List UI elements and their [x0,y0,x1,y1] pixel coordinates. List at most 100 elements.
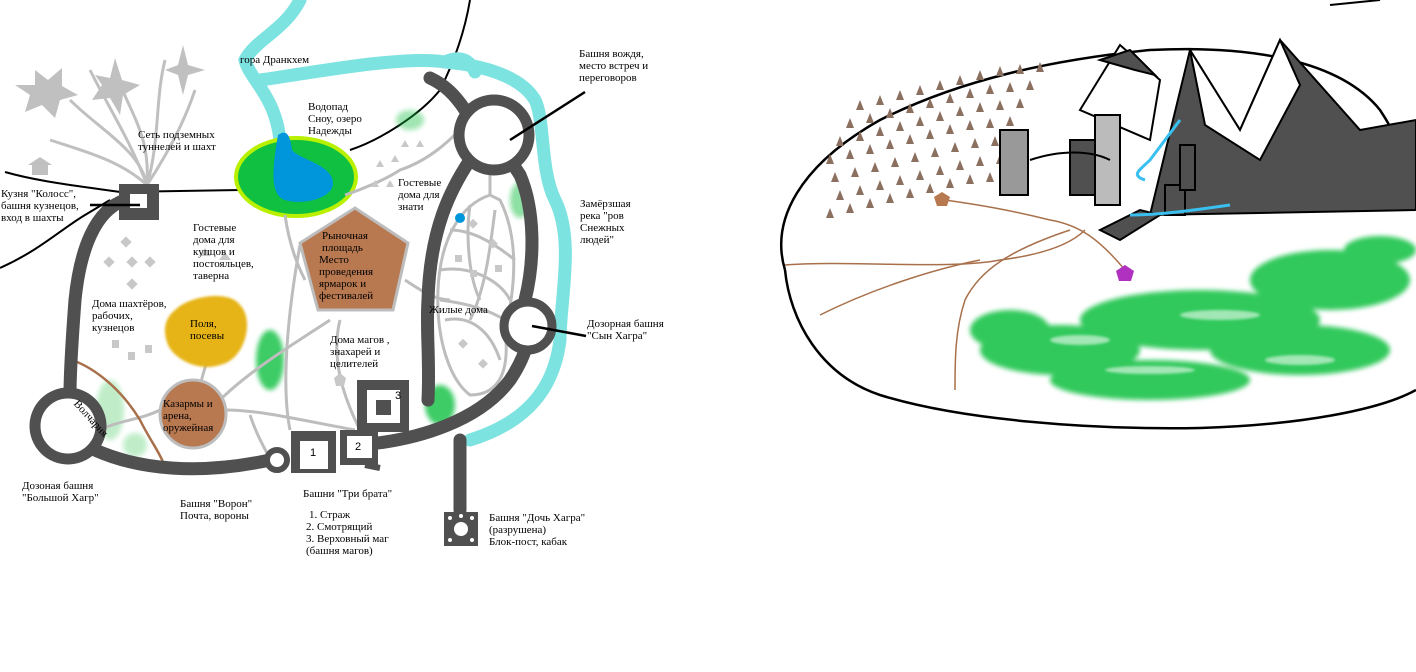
label-line: Замёрзшая [580,198,631,210]
label-line: Сноу, озеро [308,113,362,125]
mountain-peaks [15,45,205,175]
label-line: башня кузнецов, [1,200,79,212]
market-square [298,206,410,312]
lake [273,132,334,202]
label-three-brothers: Башни "Три брата" [303,488,392,500]
label-line: знати [398,201,424,213]
fields [164,295,248,368]
trails [784,199,1126,391]
marker-purple [1116,265,1134,281]
label-line: (башня магов) [306,545,373,557]
label-line: арена, [163,410,192,422]
castle [999,114,1196,242]
label-line: Казармы и [163,398,213,410]
label-line: Дома шахтёров, [92,298,167,310]
label-line: Башня вождя, [579,48,644,60]
label-line: (разрушена) [489,524,547,536]
label-line: Гостевые [193,222,237,234]
label-line: знахарей и [330,346,381,358]
label-line: Место [319,254,349,266]
label-line: Гостевые [398,177,442,189]
label-line: гора Дранкхем [240,54,310,66]
city-walls [63,71,539,517]
label-line: Башня "Ворон" [180,498,253,510]
label-line: Жилые дома [429,304,488,316]
label-miner-houses: Дома шахтёров,рабочих,кузнецов [92,298,167,334]
landscape-scene [780,0,1416,430]
label-line: Дозорная башня [587,318,664,330]
label-line: целителей [330,358,379,370]
label-forge: Кузня "Колосс",башня кузнецов,вход в шах… [1,188,79,224]
label-line: Поля, [190,318,217,330]
label-line: Водопад [308,101,348,113]
label-big-tower: Дозоная башня"Большой Хагр" [22,480,99,504]
label-line: Кузня "Колосс", [1,188,76,200]
forest [826,62,1044,218]
label-line: Башня "Дочь Хагра" [489,512,586,524]
waterfall-right [1129,119,1231,217]
label-fields: Поля,посевы [190,318,224,342]
label-line: дома для [398,189,440,201]
tower-number-3: 3 [395,390,402,402]
tower-chief [453,94,535,176]
label-daughter-tower: Башня "Дочь Хагра"(разрушена)Блок-пост, … [489,512,585,548]
label-line: 1. Страж [309,509,351,521]
label-line: место встреч и [579,60,649,72]
label-line: "Сын Хагра" [587,330,648,342]
label-line: Сеть подземных [138,129,215,141]
label-line: рабочих, [92,310,133,322]
kennel-border [71,358,165,463]
label-line: постояльцев, [193,258,254,270]
towers [29,94,557,546]
label-line: Рыночная [322,230,368,242]
label-line: таверна [193,270,230,282]
mountains [1078,0,1416,217]
tower-number-2: 2 [355,441,362,453]
tower-big-hagr [29,387,107,465]
label-line: купцов и [193,246,235,258]
green-meadow [970,236,1416,400]
label-line: дома для [193,234,235,246]
label-line: Надежды [308,125,352,137]
label-line: оружейная [163,422,214,434]
marker-brown [934,192,950,206]
label-line: Почта, вороны [180,510,249,522]
barracks-arena [158,378,228,450]
label-son-tower: Дозорная башня"Сын Хагра" [587,318,664,342]
label-line: фестивалей [319,290,374,302]
label-line: 2. Смотрящий [306,521,373,533]
river [238,0,572,447]
label-line: посевы [190,330,225,342]
label-line: ярмарок и [319,278,367,290]
label-line: площадь [322,242,363,254]
label-line: людей" [580,234,615,246]
label-line: проведения [319,266,374,278]
label-line: туннелей и шахт [138,141,216,153]
label-line: река "ров [580,210,624,222]
label-line: Снежных [580,222,625,234]
label-line: 3. Верховный маг [306,533,389,545]
label-mountain: гора Дранкхем [240,54,309,66]
label-residential: Жилые дома [429,304,488,316]
tunnels [49,59,197,187]
house-markers [103,140,502,386]
label-line: переговоров [579,72,637,84]
label-line: Башни "Три брата" [303,488,393,500]
residential-district [436,160,516,397]
tower-son-of-hagr [499,297,557,355]
label-line: Блок-пост, кабак [489,536,568,548]
label-line: "Большой Хагр" [22,492,99,504]
label-line: Дозоная башня [22,480,94,492]
label-line: вход в шахты [1,212,64,224]
